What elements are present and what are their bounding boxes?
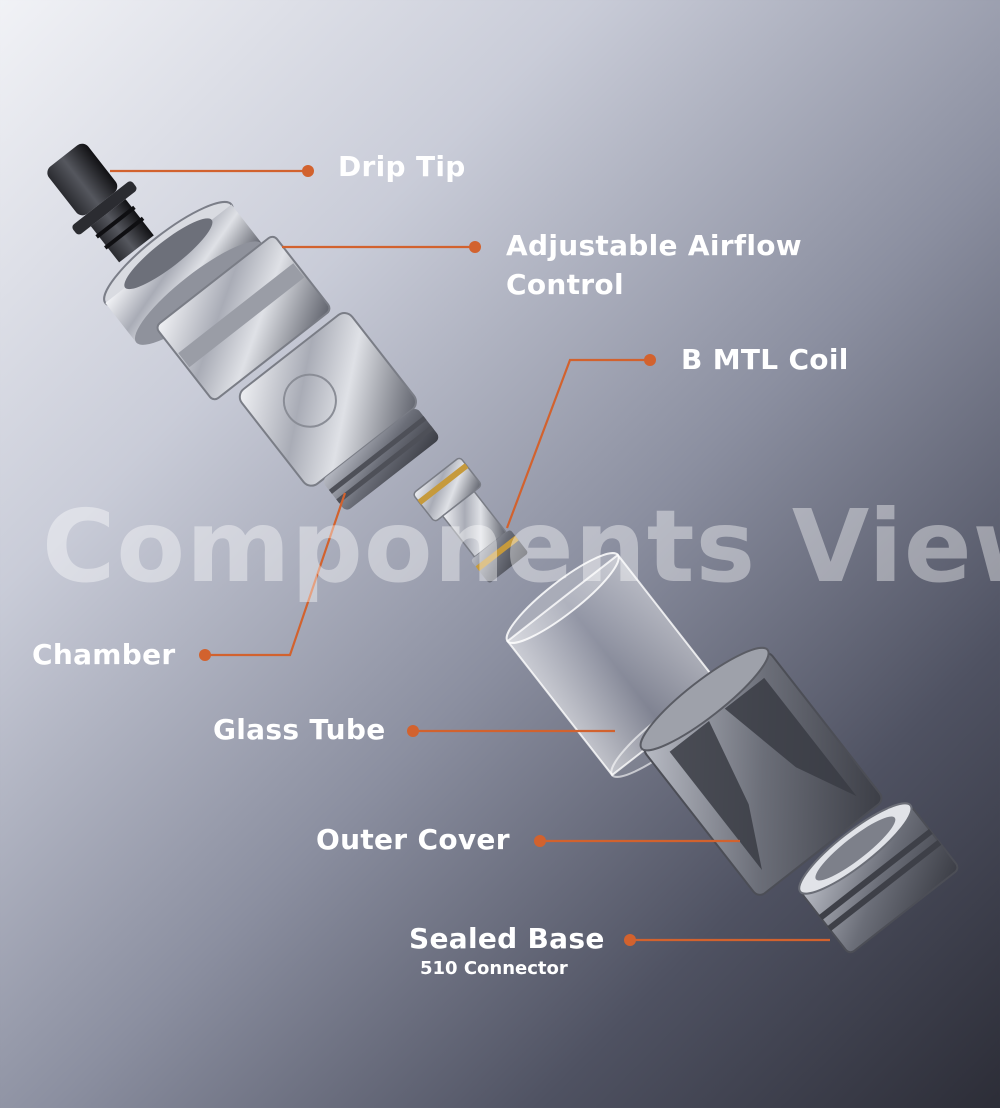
airflow-label-line2: Control <box>506 268 624 301</box>
drip-tip-dot <box>302 165 314 177</box>
sealed-base-part <box>798 802 959 954</box>
outer-cover-part <box>639 646 883 896</box>
glass-tube-dot <box>407 725 419 737</box>
chamber-part <box>238 311 439 510</box>
glass-tube-label: Glass Tube <box>213 713 386 746</box>
airflow-ring-part <box>156 235 331 401</box>
coil-leader <box>505 358 650 529</box>
coil-label: B MTL Coil <box>681 343 849 376</box>
watermark-title: Components View <box>42 488 1000 605</box>
outer-cover-dot <box>534 835 546 847</box>
leader-dots <box>199 165 656 946</box>
airflow-label-line1: Adjustable Airflow <box>506 229 802 262</box>
outer-cover-label: Outer Cover <box>316 823 510 856</box>
sealed-base-dot <box>624 934 636 946</box>
coil-part <box>413 457 528 583</box>
chamber-leader <box>205 492 347 657</box>
chamber-dot <box>199 649 211 661</box>
chamber-label: Chamber <box>32 638 176 671</box>
leader-lines <box>110 169 830 942</box>
sealed-base-sublabel: 510 Connector <box>420 958 568 979</box>
drip-tip-part <box>47 143 154 263</box>
coil-dot <box>644 354 656 366</box>
airflow-dot <box>469 241 481 253</box>
sealed-base-label: Sealed Base <box>409 922 605 955</box>
drip-tip-label: Drip Tip <box>338 150 466 183</box>
